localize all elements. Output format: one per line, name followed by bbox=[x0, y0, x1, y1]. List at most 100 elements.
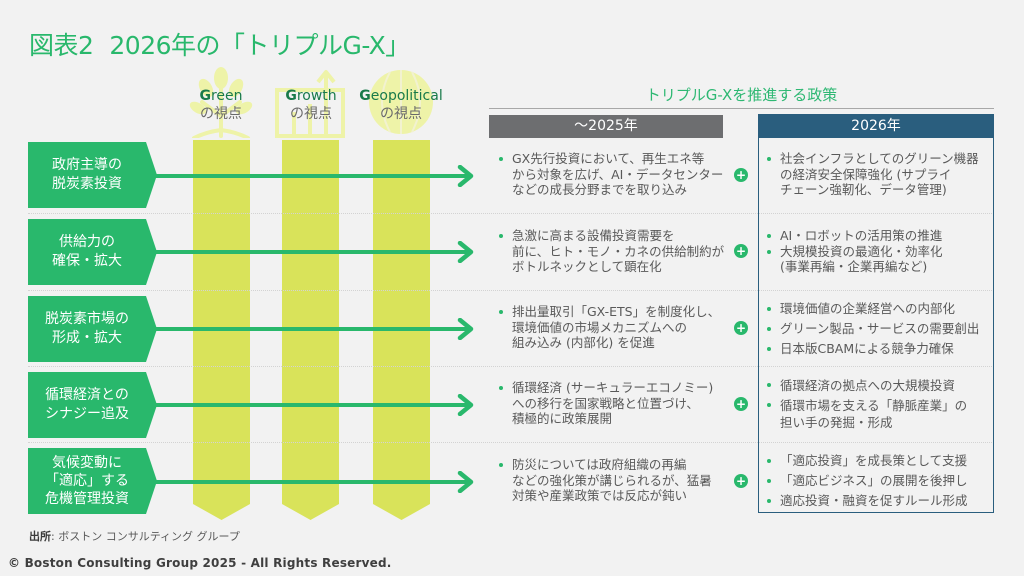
bullet-dot bbox=[499, 310, 503, 314]
bullet-dot bbox=[499, 463, 503, 467]
bullet-item: 日本版CBAMによる競争力確保 bbox=[764, 339, 992, 359]
policy-2026-row1: 社会インフラとしてのグリーン機器の経済安全保障強化 (サプライチェーン強靭化、デ… bbox=[764, 151, 992, 198]
policy-2026-row3: 環境価値の企業経営への内部化 グリーン製品・サービスの需要創出 日本版CBAMに… bbox=[764, 299, 992, 359]
bullet-line: 大規模投資の最適化・効率化 bbox=[780, 243, 943, 259]
bullet-line: 排出量取引「GX-ETS」を制度化し、 bbox=[512, 304, 721, 319]
growth-chart-icon bbox=[275, 70, 345, 138]
bullet-line: などの強化策が講じられるが、猛暑 bbox=[512, 472, 712, 488]
bullet-line: 防災については政府組織の再編 bbox=[512, 457, 687, 472]
source-text: : ボストン コンサルティング グループ bbox=[51, 530, 240, 543]
bullet-line: 担い手の発掘・形成 bbox=[780, 415, 893, 430]
policy-2026-row4: 循環経済の拠点への大規模投資 循環市場を支える「静脈産業」の担い手の発掘・形成 bbox=[764, 377, 992, 431]
bullet-line: チェーン強靭化、データ管理) bbox=[780, 182, 947, 197]
green-label: reen bbox=[210, 88, 243, 104]
row-label-climate-adaptation: 気候変動に 「適応」する 危機管理投資 bbox=[28, 448, 158, 514]
geopolitical-label: eopolitical bbox=[370, 88, 443, 104]
bullet-line: 「適応ビジネス」の展開を後押し bbox=[780, 473, 968, 488]
row-separator bbox=[28, 213, 994, 214]
column-header-2025: ～2025年 bbox=[489, 115, 723, 138]
row-label-supply-capacity: 供給力の 確保・拡大 bbox=[28, 219, 158, 285]
plus-icon: + bbox=[734, 244, 748, 258]
arrow-right-icon bbox=[150, 394, 474, 416]
bullet-dot bbox=[767, 459, 771, 463]
bullet-line: グリーン製品・サービスの需要創出 bbox=[780, 321, 980, 336]
label-pentagon-shape bbox=[28, 296, 157, 362]
bullet-item: AI・ロボットの活用策の推進 bbox=[764, 228, 992, 244]
bullet-line: AI・ロボットの活用策の推進 bbox=[780, 228, 943, 243]
bullet-line: 環境価値の市場メカニズムへの bbox=[512, 319, 688, 335]
policy-2026-row2: AI・ロボットの活用策の推進 大規模投資の最適化・効率化(事業再編・企業再編など… bbox=[764, 228, 992, 275]
growth-initial: G bbox=[285, 88, 297, 104]
bullet-item: 「適応ビジネス」の展開を後押し bbox=[764, 471, 992, 491]
geopolitical-sub: の視点 bbox=[380, 106, 422, 122]
plus-icon: + bbox=[734, 397, 748, 411]
arrow-right-icon bbox=[150, 471, 474, 493]
bullet-item: 急激に高まる設備投資需要を前に、ヒト・モノ・カネの供給制約がボトルネックとして顕… bbox=[496, 228, 726, 275]
growth-sub: の視点 bbox=[290, 106, 332, 122]
policy-2025-row4: 循環経済 (サーキュラーエコノミー)への移行を国家戦略と位置づけ、積極的に政策展… bbox=[496, 380, 732, 427]
growth-label: rowth bbox=[296, 88, 337, 104]
label-pentagon-shape bbox=[28, 448, 157, 514]
arrow-right-icon bbox=[150, 165, 474, 187]
row-label-text: 政府主導の 脱炭素投資 bbox=[52, 157, 122, 192]
bullet-line: 循環経済の拠点への大規模投資 bbox=[780, 378, 956, 393]
bullet-line: 適応投資・融資を促すルール形成 bbox=[780, 493, 968, 508]
row-separator bbox=[28, 366, 994, 367]
bullet-dot bbox=[499, 157, 503, 161]
green-initial: G bbox=[199, 88, 211, 104]
policy-2025-row5: 防災については政府組織の再編などの強化策が講じられるが、猛暑対策や産業政策では反… bbox=[496, 457, 732, 504]
page-title: 図表2 2026年の「トリプルG-X」 bbox=[29, 26, 410, 62]
bullet-line: 「適応投資」を成長策として支援 bbox=[780, 453, 968, 468]
bullet-dot bbox=[767, 383, 771, 387]
bullet-line: などの成長分野までを取り込み bbox=[512, 182, 688, 197]
globe-icon bbox=[369, 70, 433, 134]
bullet-dot bbox=[767, 157, 771, 161]
bullet-line: 対策や産業政策では反応が鈍い bbox=[512, 488, 688, 503]
bullet-line: 社会インフラとしてのグリーン機器 bbox=[780, 151, 979, 166]
bullet-item: 社会インフラとしてのグリーン機器の経済安全保障強化 (サプライチェーン強靭化、デ… bbox=[764, 151, 992, 198]
row-label-text: 循環経済との シナジー追及 bbox=[45, 387, 129, 422]
policy-title-rule bbox=[489, 108, 994, 109]
row-label-text: 脱炭素市場の 形成・拡大 bbox=[45, 311, 129, 346]
bullet-item: 環境価値の企業経営への内部化 bbox=[764, 299, 992, 319]
figure-number: 図表2 bbox=[29, 31, 94, 60]
policy-2026-row5: 「適応投資」を成長策として支援 「適応ビジネス」の展開を後押し 適応投資・融資を… bbox=[764, 451, 992, 511]
policy-2025-row1: GX先行投資において、再生エネ等から対象を広げ、AI・データセンターなどの成長分… bbox=[496, 151, 726, 198]
bullet-dot bbox=[767, 249, 771, 254]
policy-section-title: トリプルG-Xを推進する政策 bbox=[645, 86, 838, 104]
bullet-line: 循環経済 (サーキュラーエコノミー) bbox=[512, 380, 714, 395]
bullet-item: 「適応投資」を成長策として支援 bbox=[764, 451, 992, 471]
label-pentagon-shape bbox=[28, 142, 157, 208]
source-note: 出所: ボストン コンサルティング グループ bbox=[29, 528, 240, 544]
perspective-growth: Growth の視点 bbox=[275, 87, 347, 123]
row-label-decarbonization-investment: 政府主導の 脱炭素投資 bbox=[28, 142, 158, 208]
row-label-text: 供給力の 確保・拡大 bbox=[52, 234, 122, 269]
geopolitical-initial: G bbox=[359, 88, 371, 104]
bullet-dot bbox=[767, 307, 771, 311]
bullet-item: 循環経済 (サーキュラーエコノミー)への移行を国家戦略と位置づけ、積極的に政策展… bbox=[496, 380, 732, 427]
column-header-2026: 2026年 bbox=[758, 114, 994, 138]
plus-icon: + bbox=[734, 168, 748, 182]
bullet-line: 前に、ヒト・モノ・カネの供給制約が bbox=[512, 243, 725, 259]
bullet-dot bbox=[499, 234, 503, 238]
bullet-item: GX先行投資において、再生エネ等から対象を広げ、AI・データセンターなどの成長分… bbox=[496, 151, 726, 198]
bullet-line: 急激に高まる設備投資需要を bbox=[512, 228, 675, 243]
copyright-notice: © Boston Consulting Group 2025 - All Rig… bbox=[8, 556, 392, 570]
bullet-dot bbox=[767, 347, 771, 351]
arrow-right-icon bbox=[150, 241, 474, 263]
bullet-line: 循環市場を支える「静脈産業」の bbox=[780, 398, 968, 413]
bullet-line: 組み込み (内部化) を促進 bbox=[512, 335, 655, 350]
bullet-line: 環境価値の企業経営への内部化 bbox=[780, 301, 956, 316]
bullet-line: から対象を広げ、AI・データセンター bbox=[512, 166, 724, 182]
title-text: 2026年の「トリプルG-X」 bbox=[109, 31, 410, 60]
row-separator bbox=[28, 442, 994, 443]
bullet-item: グリーン製品・サービスの需要創出 bbox=[764, 319, 992, 339]
bullet-line: GX先行投資において、再生エネ等 bbox=[512, 151, 705, 166]
bullet-item: 防災については政府組織の再編などの強化策が講じられるが、猛暑対策や産業政策では反… bbox=[496, 457, 732, 504]
bullet-dot bbox=[767, 479, 771, 483]
row-label-text: 気候変動に 「適応」する 危機管理投資 bbox=[45, 455, 129, 507]
plus-icon: + bbox=[734, 474, 748, 488]
bullet-line: ボトルネックとして顕在化 bbox=[512, 259, 662, 274]
label-pentagon-shape bbox=[28, 219, 157, 285]
bullet-item: 循環経済の拠点への大規模投資 bbox=[764, 377, 992, 394]
